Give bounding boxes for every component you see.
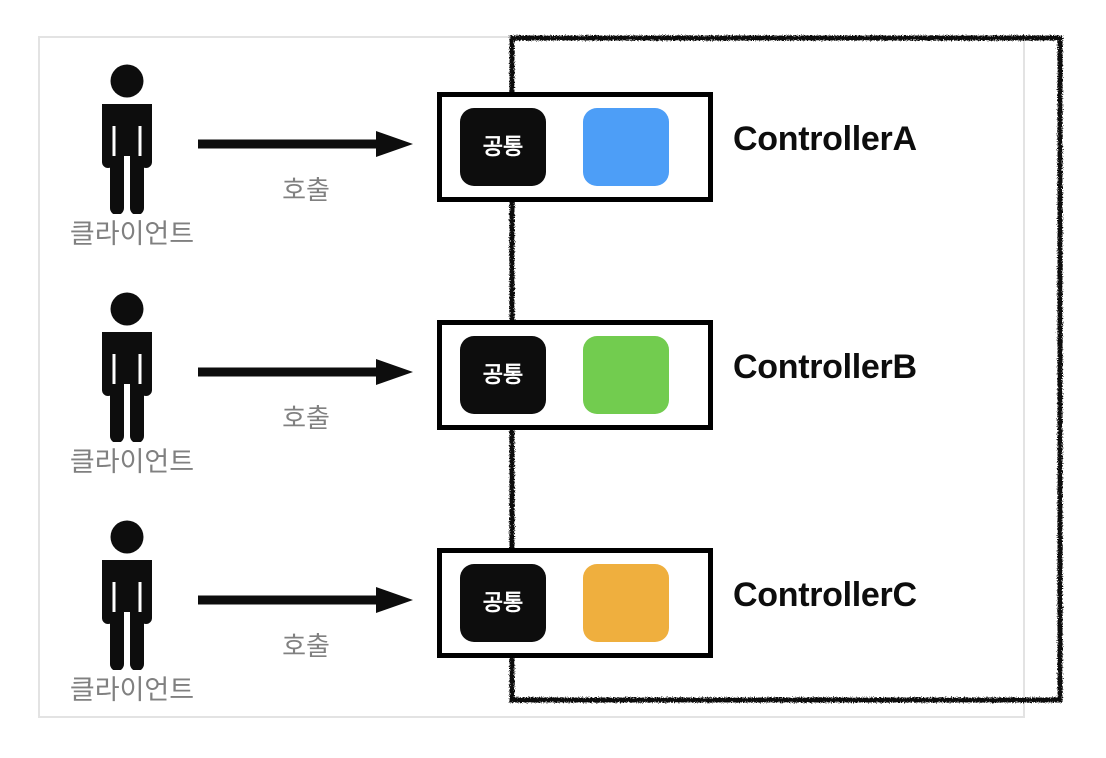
controller-name-a: ControllerA <box>733 120 917 158</box>
controller-color-chip <box>583 564 669 642</box>
person-icon <box>88 64 166 214</box>
common-module-label: 공통 <box>482 590 524 615</box>
common-module-badge: 공통 <box>460 108 546 186</box>
controller-box-c[interactable]: 공통 <box>437 548 713 658</box>
client-label: 클라이언트 <box>69 219 195 249</box>
controller-color-chip <box>583 336 669 414</box>
common-module-label: 공통 <box>482 134 524 159</box>
call-label: 호출 <box>282 403 330 433</box>
common-module-badge: 공통 <box>460 336 546 414</box>
person-icon <box>88 520 166 670</box>
arrow-right-icon <box>198 586 414 614</box>
arrow-right-icon <box>198 130 414 158</box>
common-module-badge: 공통 <box>460 564 546 642</box>
controller-box-b[interactable]: 공통 <box>437 320 713 430</box>
common-module-label: 공통 <box>482 362 524 387</box>
controller-color-chip <box>583 108 669 186</box>
controller-name-b: ControllerB <box>733 348 917 386</box>
person-icon <box>88 292 166 442</box>
client-label: 클라이언트 <box>69 447 195 477</box>
controller-box-a[interactable]: 공통 <box>437 92 713 202</box>
call-label: 호출 <box>282 175 330 205</box>
client-label: 클라이언트 <box>69 675 195 705</box>
call-label: 호출 <box>282 631 330 661</box>
arrow-right-icon <box>198 358 414 386</box>
controller-name-c: ControllerC <box>733 576 917 614</box>
